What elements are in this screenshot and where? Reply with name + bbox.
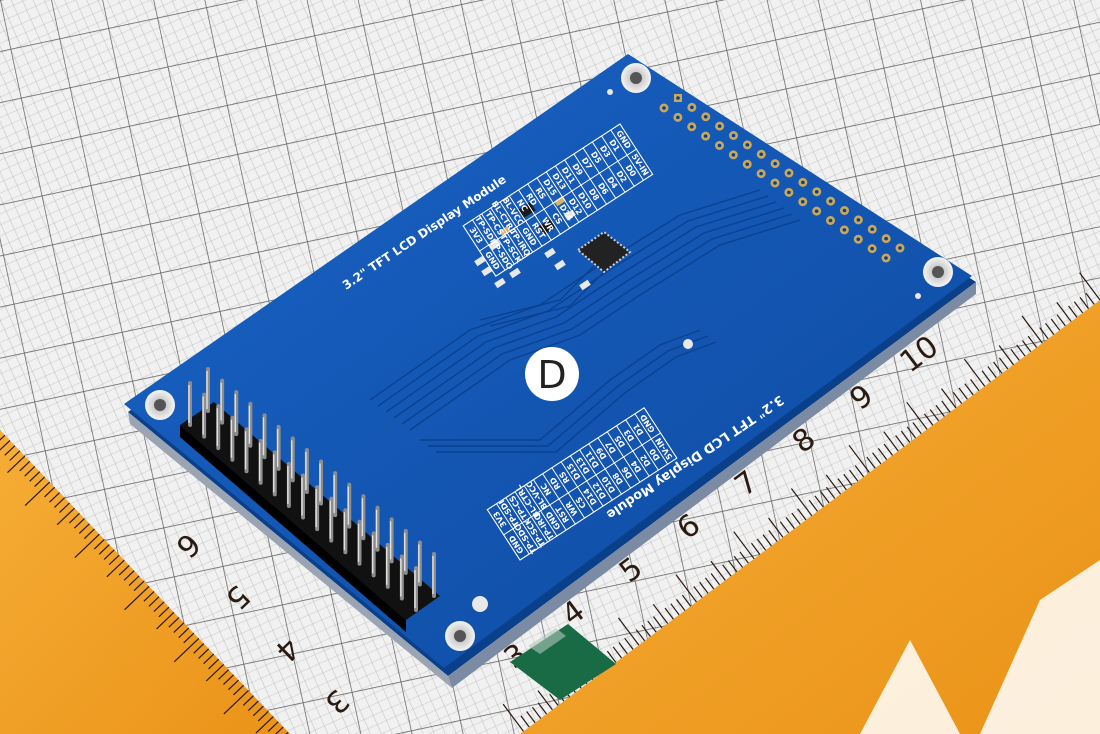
right-header-pads bbox=[659, 94, 905, 263]
header-pins bbox=[188, 367, 436, 612]
pin-header bbox=[180, 367, 440, 632]
center-badge: D bbox=[525, 347, 579, 401]
ic-chip bbox=[576, 230, 632, 274]
ruler-right-ticks bbox=[502, 272, 1100, 732]
badge-letter: D bbox=[537, 353, 566, 397]
smd-components bbox=[474, 195, 591, 291]
background-logo-shape bbox=[860, 560, 1100, 734]
ruler-left-ticks bbox=[0, 430, 289, 734]
fpc-tab bbox=[510, 624, 616, 700]
mounting-holes bbox=[145, 63, 953, 651]
right-pin-label-table: GND5V-IND1D0D3D2D5D4D7D6D9D8D11D10D13D12… bbox=[462, 123, 654, 277]
pcb-traces bbox=[369, 189, 801, 453]
